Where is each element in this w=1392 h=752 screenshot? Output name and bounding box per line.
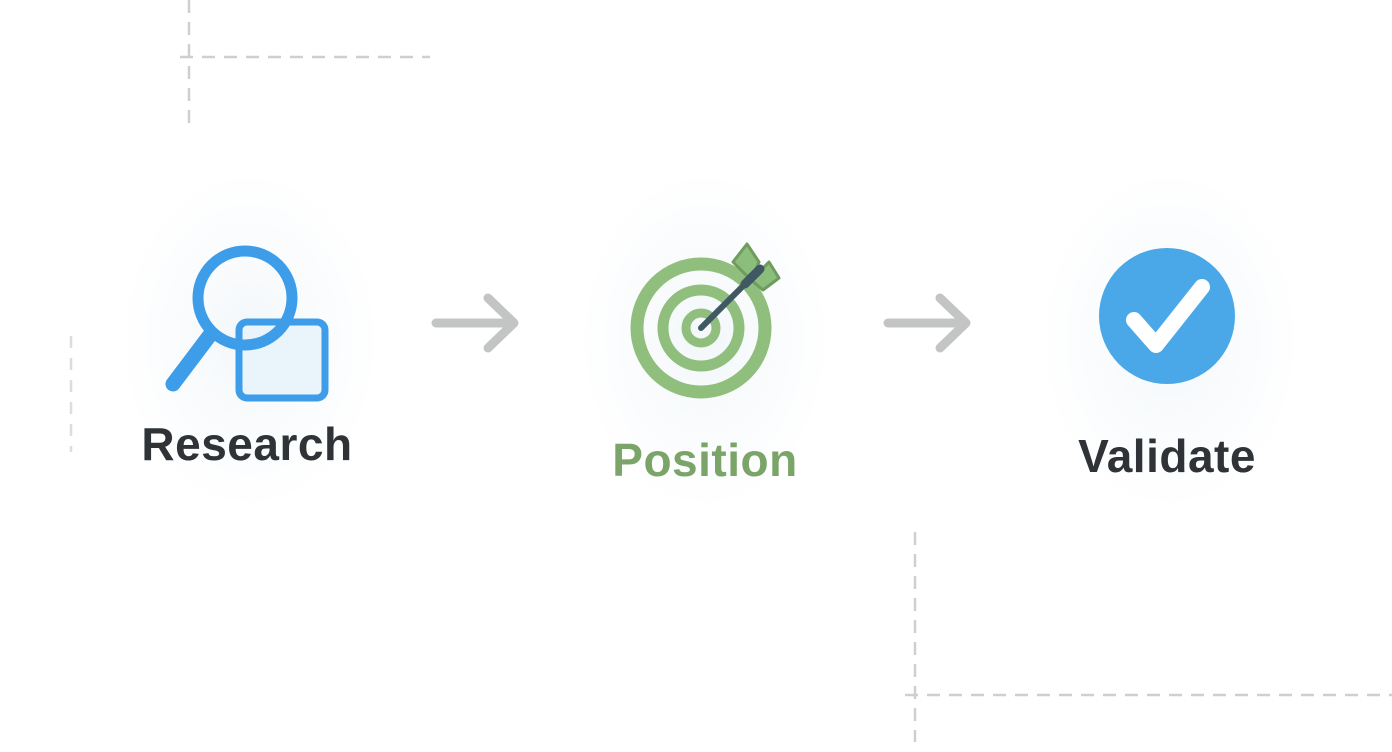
magnifier-document-icon xyxy=(165,245,329,402)
dart-nock xyxy=(740,264,765,289)
target-arrow-icon xyxy=(630,242,781,399)
step-label-research: Research xyxy=(141,418,353,470)
step-label-position: Position xyxy=(612,434,798,486)
magnifier-lens xyxy=(192,245,298,351)
checkmark xyxy=(1126,279,1210,353)
step-position: Position xyxy=(545,198,865,486)
target-outer-ring xyxy=(630,257,772,399)
arrow-right-icon xyxy=(431,293,519,353)
step-research: Research xyxy=(87,198,407,470)
step-validate: Validate xyxy=(1007,198,1327,482)
arrow-right-icon xyxy=(883,293,971,353)
step-label-validate: Validate xyxy=(1078,430,1256,482)
magnifier-handle xyxy=(165,327,218,392)
target-middle-ring xyxy=(657,284,745,372)
check-circle-icon xyxy=(1099,248,1235,384)
target-center-ring xyxy=(681,308,721,348)
check-circle-background xyxy=(1099,248,1235,384)
